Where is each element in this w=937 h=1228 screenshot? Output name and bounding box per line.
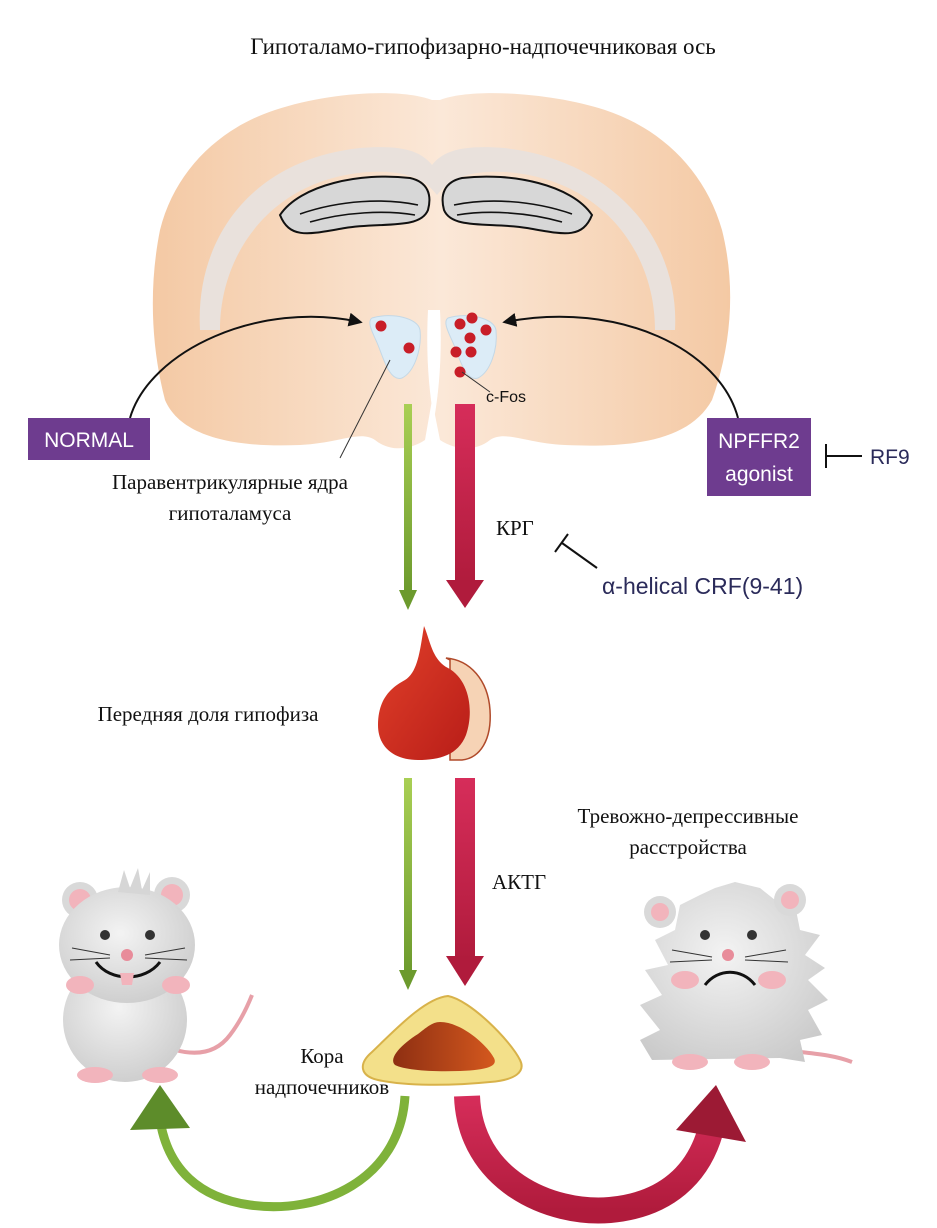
normal-input: NORMAL: [28, 312, 363, 460]
left-hippocampus: [278, 175, 431, 235]
agonist-acth-arrow: [446, 778, 484, 986]
cfos-dots: [375, 312, 492, 378]
crh-label: КРГ: [496, 516, 534, 540]
adrenal-label-line2: надпочечников: [255, 1075, 389, 1099]
pvn-left: [369, 315, 421, 379]
brain-section: [152, 93, 731, 459]
normal-acth-arrow: [399, 778, 417, 990]
disorder-label-line2: расстройства: [629, 835, 747, 859]
sad-mouse-icon: [640, 882, 853, 1070]
adrenal-label-line1: Кора: [300, 1044, 344, 1068]
crh-antagonist-inhibitor: [554, 533, 598, 569]
rf9-label: RF9: [870, 446, 910, 469]
disorder-label-line1: Тревожно-депрессивные: [578, 804, 799, 828]
happy-mouse-icon: [59, 868, 254, 1083]
agonist-label-box: [707, 418, 811, 496]
agonist-outcome-arrow: [454, 1085, 746, 1224]
agonist-crh-arrow: [446, 404, 484, 608]
pvn-label-line1: Паравентрикулярные ядра: [112, 470, 349, 494]
acth-label: АКТГ: [492, 870, 546, 894]
normal-label: NORMAL: [44, 429, 134, 452]
crh-antagonist-label: α-helical CRF(9-41): [602, 573, 803, 599]
normal-label-box: [28, 418, 150, 460]
normal-outcome-arrow: [130, 1085, 410, 1212]
pvn-label-line2: гипоталамуса: [169, 501, 292, 525]
agonist-input: NPFFR2 agonist RF9: [502, 313, 910, 496]
right-hippocampus: [441, 175, 594, 235]
normal-crh-arrow: [399, 404, 417, 610]
pituitary-label: Передняя доля гипофиза: [98, 702, 320, 726]
adrenal-cortex: [362, 994, 523, 1086]
agonist-label-line2: agonist: [725, 463, 793, 486]
agonist-label-line1: NPFFR2: [718, 430, 800, 453]
anterior-pituitary: [378, 626, 491, 761]
cfos-label: c-Fos: [486, 389, 526, 406]
diagram-title: Гипоталамо-гипофизарно-надпочечниковая о…: [250, 34, 716, 59]
